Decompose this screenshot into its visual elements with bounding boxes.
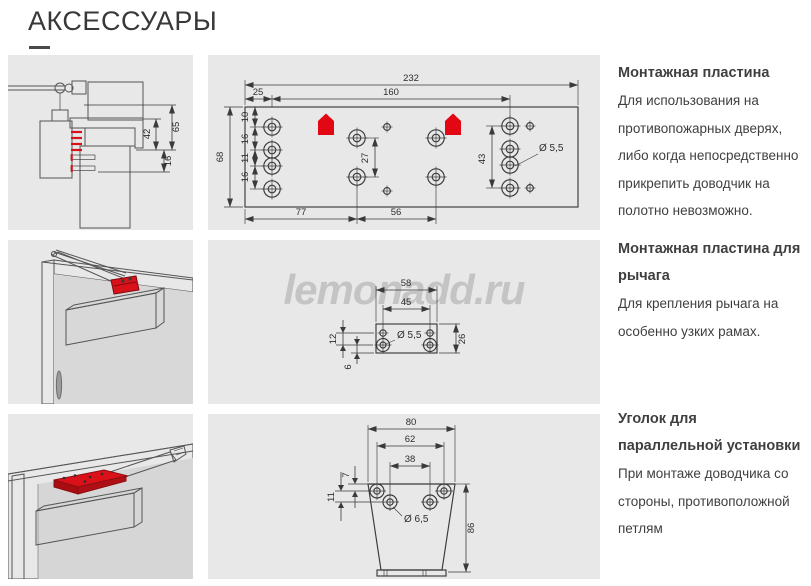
screw-dot xyxy=(88,475,92,479)
screw-dot xyxy=(100,472,104,476)
plate-edge xyxy=(113,281,137,287)
plate-outline xyxy=(375,323,438,354)
title-dash xyxy=(29,46,50,49)
dim-label: 45 xyxy=(401,297,412,308)
frame-header xyxy=(53,259,193,293)
bracket-foot xyxy=(376,569,447,577)
arm-plate-drawing: lemonadd.ru 58 45 26 12 6 Ø 5,5 xyxy=(283,266,525,370)
section-view-panel-mounting-plate: 65 42 16 xyxy=(8,55,193,230)
dim-label: 27 xyxy=(360,153,371,164)
door-edge-detail xyxy=(55,370,63,400)
fire-door-symbol xyxy=(445,113,461,135)
dim-label: 10 xyxy=(240,112,251,123)
dim-label: 86 xyxy=(466,523,477,534)
dim-label: 65 xyxy=(171,122,182,133)
dim-label: 12 xyxy=(328,334,339,345)
accessory-description: Для крепления рычага на особенно узких р… xyxy=(618,296,779,339)
mounting-plate-drawing: 232 25 160 68 10 16 11 16 27 43 xyxy=(215,73,579,224)
hole-diameter-label: Ø 5,5 xyxy=(397,330,422,341)
leader-line xyxy=(514,153,539,167)
door-leaf-section xyxy=(79,145,131,229)
dim-label: 6 xyxy=(343,364,354,369)
drawing-panel-arm-plate: lemonadd.ru 58 45 26 12 6 Ø 5,5 xyxy=(208,240,600,404)
drawing-panel-parallel-bracket: 80 62 38 7 11 Ø 6,5 86 xyxy=(208,414,600,579)
text-block-parallel-bracket: Уголок для параллельной установки При мо… xyxy=(618,406,804,543)
dim-label: 56 xyxy=(391,207,402,218)
dim-label: 38 xyxy=(405,454,416,465)
dim-label: 160 xyxy=(383,87,399,98)
screw-dot xyxy=(62,476,66,480)
screw xyxy=(70,165,96,171)
leader-line xyxy=(385,339,396,345)
door-frame xyxy=(41,259,55,404)
dim-label: 26 xyxy=(457,334,468,345)
hole-diameter-label: Ø 5,5 xyxy=(539,143,564,154)
dim-label: 62 xyxy=(405,434,416,445)
bracket-section xyxy=(69,117,144,149)
page-title: АКСЕССУАРЫ xyxy=(28,6,218,36)
accessory-description: При монтаже доводчика со стороны, против… xyxy=(618,466,790,536)
accessory-heading: Монтажная пластина xyxy=(618,65,770,81)
closer-piston xyxy=(51,109,69,122)
door-closer-illustration xyxy=(41,249,193,404)
plate-outline xyxy=(244,106,579,208)
hole-diameter-label: Ø 6,5 xyxy=(404,514,429,525)
arm-shoe xyxy=(169,445,187,463)
screw-dot xyxy=(121,279,125,283)
dim-label: 77 xyxy=(296,207,307,218)
text-block-arm-plate: Монтажная пластина для рычага Для крепле… xyxy=(618,236,804,345)
screw-dot xyxy=(83,480,87,483)
arm-joint xyxy=(64,83,74,93)
arm-mounting-plate-red xyxy=(110,275,140,295)
accessory-description: Для использования на противопожарных две… xyxy=(618,93,799,218)
dim-label: 25 xyxy=(253,87,264,98)
dim-label: 42 xyxy=(142,129,153,140)
arm-rod xyxy=(53,251,126,277)
screw-dot xyxy=(128,277,132,281)
arm-shoe xyxy=(71,80,87,95)
arm-joint xyxy=(54,82,66,94)
leader-line xyxy=(392,506,403,517)
dim-label: 11 xyxy=(326,492,337,502)
bracket-edge xyxy=(77,475,127,495)
closer-body xyxy=(35,492,135,546)
text-block-mounting-plate: Монтажная пластина Для использования на … xyxy=(618,60,804,225)
dim-label: 16 xyxy=(163,156,174,167)
arm-rod xyxy=(55,249,127,274)
screw xyxy=(70,154,96,160)
perspective-panel-arm-plate xyxy=(8,240,193,404)
screw-dot xyxy=(73,474,77,477)
parallel-mount-illustration xyxy=(8,443,193,579)
fire-door-symbol xyxy=(318,113,334,135)
arm-elbow xyxy=(50,250,58,258)
dim-label: 16 xyxy=(240,134,251,145)
dim-label: 68 xyxy=(215,152,226,163)
parallel-bracket-drawing: 80 62 38 7 11 Ø 6,5 86 xyxy=(326,417,477,577)
closer-body-section xyxy=(39,120,73,179)
drawing-panel-mounting-plate: 232 25 160 68 10 16 11 16 27 43 xyxy=(208,55,600,230)
dim-label: 43 xyxy=(477,154,488,165)
door-face xyxy=(54,274,193,404)
closer-body xyxy=(65,292,157,346)
dim-label: 58 xyxy=(401,278,412,289)
screws-red xyxy=(71,130,82,152)
door-frame xyxy=(11,473,25,579)
mounting-plate-section xyxy=(84,127,136,147)
accessory-heading: Уголок для параллельной установки xyxy=(618,411,801,454)
dim-label: 232 xyxy=(403,73,419,84)
door-section-illustration: 65 42 16 xyxy=(8,80,182,229)
dim-label: 11 xyxy=(240,153,251,163)
frame-section xyxy=(87,81,144,121)
frame-top-face xyxy=(8,443,193,482)
perspective-panel-parallel-bracket xyxy=(8,414,193,579)
accessory-heading: Монтажная пластина для рычага xyxy=(618,241,801,284)
dim-label: 80 xyxy=(406,417,417,428)
dim-label: 16 xyxy=(240,172,251,183)
dim-label: 7 xyxy=(341,472,352,477)
